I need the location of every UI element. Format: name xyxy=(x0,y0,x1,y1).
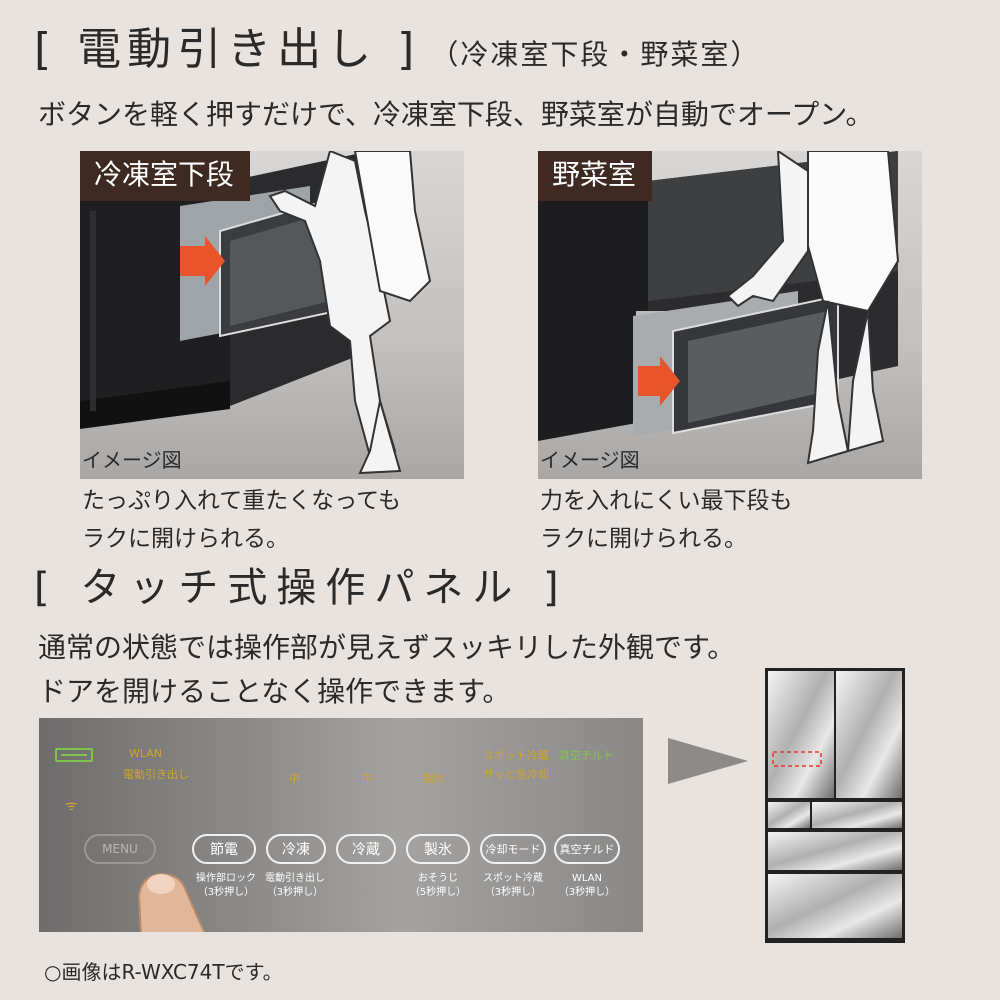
indicator-seihyo: 製氷 xyxy=(423,772,445,785)
cooling-mode-button[interactable]: 冷却モード xyxy=(480,834,546,864)
battery-level-icon xyxy=(61,754,87,756)
setsuden-button[interactable]: 節電 xyxy=(192,834,256,864)
section-title-electric-drawer: [ 電動引き出し ]（冷凍室下段・野菜室） xyxy=(34,28,760,72)
sublabel-text: （3秒押し） xyxy=(197,887,255,898)
sublabel-text: （3秒押し） xyxy=(266,887,324,898)
indicator-denki: 電動引き出し xyxy=(123,768,189,781)
sublabel-denki: 電動引き出し （3秒押し） xyxy=(262,872,328,900)
section-title-touch-panel: [ タッチ式操作パネル ] xyxy=(34,565,568,611)
caption-line: ラクに開けられる。 xyxy=(82,526,289,552)
sublabel-text: 操作部ロック xyxy=(196,873,256,884)
seihyo-button[interactable]: 製氷 xyxy=(406,834,470,864)
sublabel-text: （3秒押し） xyxy=(484,887,542,898)
touch-panel-photo: WLAN 電動引き出し 中 中 製氷 スポット冷蔵 サッと急冷却 真空チルド ᯤ… xyxy=(39,718,643,932)
sublabel-text: 電動引き出し xyxy=(265,873,325,884)
fridge-front-image xyxy=(765,668,905,943)
indicator-chu-2: 中 xyxy=(362,772,373,785)
fridge-drawer-illustration xyxy=(80,151,432,475)
lead-line: ドアを開けることなく操作できます。 xyxy=(38,675,511,708)
photo-tag: 野菜室 xyxy=(538,151,653,201)
section-lead: ボタンを軽く押すだけで、冷凍室下段、野菜室が自動でオープン。 xyxy=(38,98,874,131)
sublabel-text: （3秒押し） xyxy=(558,887,616,898)
photo-freezer-lower: 冷凍室下段 イメージ図 xyxy=(80,151,464,479)
left-caption: たっぷり入れて重たくなっても ラクに開けられる。 xyxy=(82,482,401,558)
indicator-spot: スポット冷蔵 xyxy=(483,749,549,762)
caption-line: ラクに開けられる。 xyxy=(540,526,747,552)
image-note: イメージ図 xyxy=(540,448,640,472)
section2-lead: 通常の状態では操作部が見えずスッキリした外観です。 ドアを開けることなく操作でき… xyxy=(38,626,735,714)
battery-indicator-icon xyxy=(55,748,93,762)
vacuum-chilled-button[interactable]: 真空チルド xyxy=(554,834,620,864)
indicator-sassa: サッと急冷却 xyxy=(483,768,549,781)
reizou-button[interactable]: 冷蔵 xyxy=(336,834,396,864)
sublabel-lock: 操作部ロック （3秒押し） xyxy=(194,872,258,900)
sublabel-text: WLAN xyxy=(571,873,602,884)
section-title-text: [ 電動引き出し ] xyxy=(34,24,421,75)
sublabel-osouji: おそうじ （5秒押し） xyxy=(406,872,470,900)
wifi-icon: ᯤ xyxy=(65,798,78,814)
sublabel-text: スポット冷蔵 xyxy=(483,873,543,884)
open-arrow-shape xyxy=(180,236,225,286)
image-note: イメージ図 xyxy=(82,448,182,472)
model-note: ○画像はR-WXC74Tです。 xyxy=(44,960,283,984)
sublabel-spot: スポット冷蔵 （3秒押し） xyxy=(480,872,546,900)
caption-line: 力を入れにくい最下段も xyxy=(540,488,793,514)
photo-vegetable: 野菜室 イメージ図 xyxy=(538,151,922,479)
photo-tag: 冷凍室下段 xyxy=(80,151,251,201)
caption-line: たっぷり入れて重たくなっても xyxy=(82,488,402,514)
indicator-wlan: WLAN xyxy=(129,747,163,760)
lead-line: 通常の状態では操作部が見えずスッキリした外観です。 xyxy=(38,631,736,664)
pointer-arrow-icon xyxy=(668,738,748,784)
reitou-button[interactable]: 冷凍 xyxy=(266,834,326,864)
sublabel-text: （5秒押し） xyxy=(409,887,467,898)
right-caption: 力を入れにくい最下段も ラクに開けられる。 xyxy=(540,482,793,558)
sublabel-wlan: WLAN （3秒押し） xyxy=(554,872,620,900)
indicator-chu-1: 中 xyxy=(289,772,300,785)
open-arrow-shape xyxy=(638,356,680,406)
indicator-shinku: 真空チルド xyxy=(559,749,614,762)
fridge-vegetable-illustration xyxy=(538,151,900,465)
section-subtitle: （冷凍室下段・野菜室） xyxy=(430,38,761,71)
sublabel-text: おそうじ xyxy=(418,873,458,884)
finger-image xyxy=(137,872,206,932)
menu-button[interactable]: MENU xyxy=(84,834,156,864)
